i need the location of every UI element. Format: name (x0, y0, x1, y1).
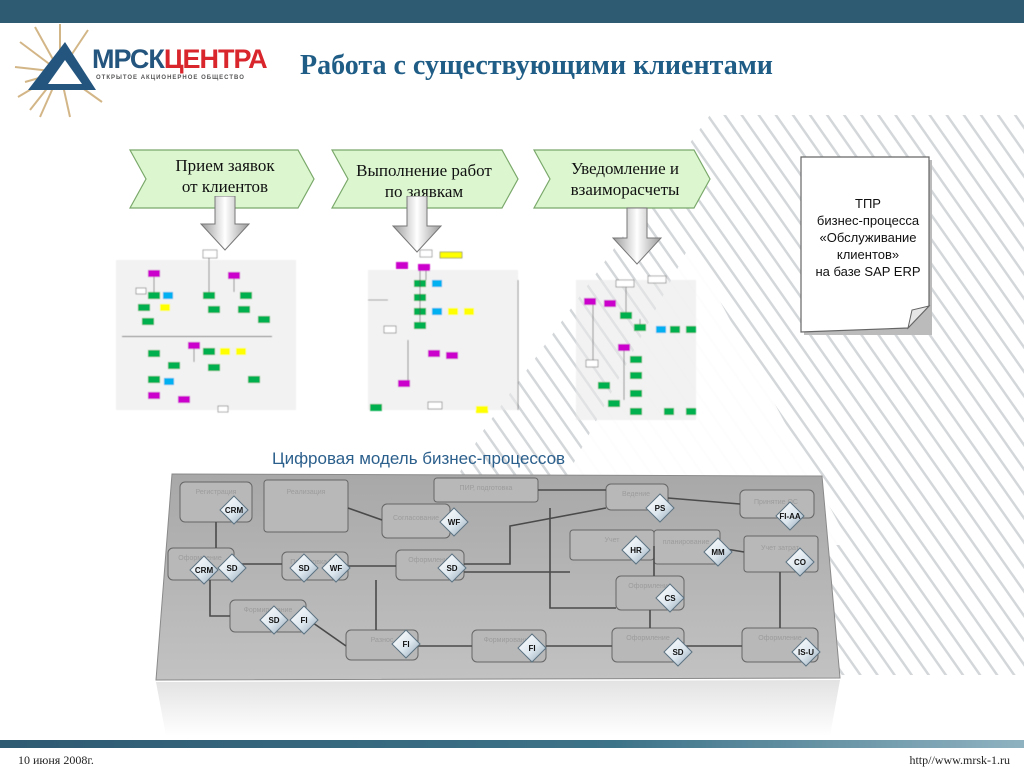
bottom-bar (0, 740, 1024, 748)
svg-text:ПИР, подготовка: ПИР, подготовка (460, 485, 513, 492)
module-badge-wf: WF (439, 507, 469, 537)
module-badge-sd: SD (437, 553, 467, 583)
mini-diagram-2 (368, 249, 519, 413)
module-badge-label: CS (664, 594, 676, 603)
module-badge-sd: SD (259, 605, 289, 635)
module-badge-mm: MM (703, 537, 733, 567)
module-badge-hr: HR (621, 535, 651, 565)
logo-name: МРСКЦЕНТРА (92, 44, 268, 74)
module-badge-label: CRM (195, 566, 214, 575)
svg-text:Принятие ОС: Принятие ОС (754, 499, 798, 506)
module-badge-label: WF (330, 564, 343, 573)
module-badge-label: SD (672, 648, 683, 657)
module-badge-sd: SD (217, 553, 247, 583)
module-badge-fi-aa: FI-AA (775, 501, 805, 531)
diagram-subtitle: Цифровая модель бизнес-процессов (272, 449, 566, 468)
down-arrow-icon (391, 196, 443, 253)
module-badge-label: HR (630, 546, 642, 555)
note-page-icon (800, 156, 932, 335)
logo-sunburst-icon (14, 24, 103, 118)
svg-text:Формирование: Формирование (484, 637, 533, 644)
svg-text:Реализация: Реализация (287, 489, 326, 496)
module-badge-cs: CS (655, 583, 685, 613)
down-arrows (199, 196, 663, 265)
footer-url: http//www.mrsk-1.ru (909, 753, 1010, 767)
module-badge-fi: FI (517, 633, 547, 663)
stage-chevron-2 (330, 149, 519, 209)
module-badge-sd: SD (289, 553, 319, 583)
module-badge-label: FI-AA (779, 512, 801, 521)
module-badge-label: IS-U (798, 648, 814, 657)
page-title: Работа с существующими клиентами (300, 50, 773, 81)
mini-process-diagrams (116, 249, 696, 420)
svg-text:Подготовка ТУ: Подготовка ТУ (290, 559, 338, 566)
svg-text:Оформление: Оформление (408, 557, 452, 564)
note-text: ТПР бизнес-процесса «Обслуживание клиент… (815, 196, 921, 279)
module-badge-label: SD (226, 564, 237, 573)
module-badge-label: SD (268, 616, 279, 625)
module-badge-co: CO (785, 547, 815, 577)
svg-text:Оформление: Оформление (178, 555, 222, 562)
module-badge-label: CRM (225, 506, 244, 515)
module-badge-crm: CRM (189, 555, 219, 585)
module-badge-label: SD (298, 564, 309, 573)
svg-text:Ведение: Ведение (622, 491, 650, 498)
svg-text:Оформление: Оформление (758, 635, 802, 642)
svg-text:Формирование: Формирование (244, 607, 293, 614)
down-arrow-icon (199, 196, 251, 251)
module-badge-wf: WF (321, 553, 351, 583)
svg-text:Учет: Учет (605, 537, 621, 544)
module-badge-label: FI (528, 644, 535, 653)
module-badge-label: CO (794, 558, 806, 567)
footer-date: 10 июня 2008г. (18, 753, 94, 767)
svg-text:Разнос: Разнос (371, 637, 394, 644)
svg-text:Оформление: Оформление (628, 583, 672, 590)
module-badge-label: PS (655, 504, 666, 513)
svg-text:планирование: планирование (663, 539, 710, 546)
module-badge-fi: FI (289, 605, 319, 635)
stage-chevrons (128, 149, 711, 209)
down-arrow-icon (611, 207, 663, 265)
module-badge-label: FI (402, 640, 409, 649)
module-badge-crm: CRM (219, 495, 249, 525)
svg-text:Оформление: Оформление (626, 635, 670, 642)
module-badge-ps: PS (645, 493, 675, 523)
module-badge-label: WF (448, 518, 461, 527)
svg-text:Учет затрат: Учет затрат (761, 545, 800, 552)
svg-text:Регистрация: Регистрация (196, 489, 237, 496)
svg-text:Согласование: Согласование (393, 515, 439, 522)
module-badge-label: FI (300, 616, 307, 625)
module-badges: CRM WF CRM SD SD WF SD PS FI-AA HR MM CO CS SD FI FI FI S… (189, 493, 821, 667)
module-badge-sd: SD (663, 637, 693, 667)
stage-chevron-3 (532, 149, 711, 209)
mini-diagram-1 (116, 249, 296, 413)
module-badge-fi: FI (391, 629, 421, 659)
mini-diagram-3 (576, 275, 696, 420)
module-badge-label: SD (446, 564, 457, 573)
module-badge-label: MM (711, 548, 725, 557)
module-badge-is-u: IS-U (791, 637, 821, 667)
stage-chevron-1 (128, 149, 315, 209)
top-bar (0, 0, 1024, 23)
logo-tagline: ОТКРЫТОЕ АКЦИОНЕРНОЕ ОБЩЕСТВО (96, 75, 245, 81)
